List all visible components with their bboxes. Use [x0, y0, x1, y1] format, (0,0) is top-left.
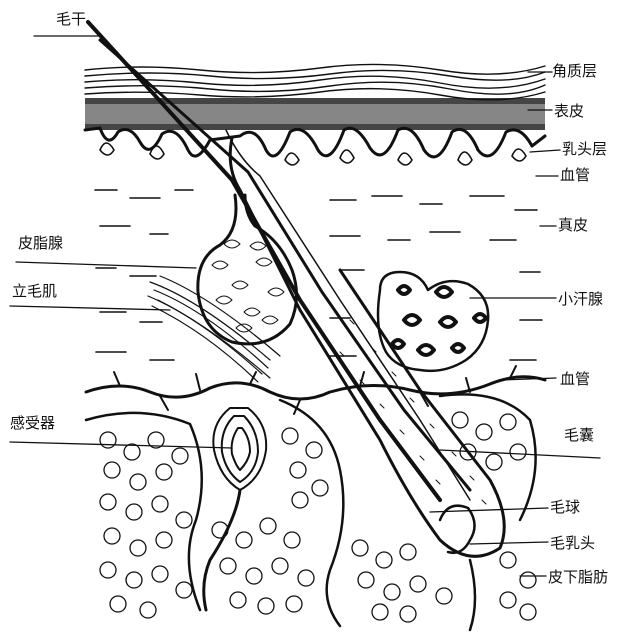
blood-vessel-upper-label: 血管: [560, 166, 590, 184]
subcutaneous-fat: [86, 394, 536, 630]
stratum-corneum-label: 角质层: [552, 62, 597, 80]
blood-vessel-plexus: [86, 366, 545, 414]
sebaceous-gland-label: 皮脂腺: [18, 234, 63, 252]
arrector-pili-label: 立毛肌: [12, 282, 57, 300]
papilla-loops: [100, 143, 526, 165]
blood-vessel-lower-label: 血管: [560, 370, 590, 388]
epidermis-label: 表皮: [554, 102, 584, 120]
dermis-fibers: [95, 190, 542, 360]
hair-shaft-label: 毛干: [56, 10, 86, 28]
sweat-gland: [378, 272, 488, 371]
receptor-corpuscle: [204, 408, 266, 610]
papillary-layer-label: 乳头层: [562, 140, 607, 158]
epidermis-layer: [85, 98, 545, 130]
dermis-label: 真皮: [558, 216, 588, 234]
hair-bulb-label: 毛球: [550, 498, 580, 516]
dermal-papilla-label: 毛乳头: [550, 534, 595, 552]
sweat-gland-label: 小汗腺: [558, 290, 603, 308]
papillary-ridge: [85, 128, 545, 157]
subcutaneous-fat-label: 皮下脂肪: [548, 568, 608, 586]
hair-follicle-label: 毛囊: [564, 426, 594, 444]
receptor-label: 感受器: [10, 414, 55, 432]
